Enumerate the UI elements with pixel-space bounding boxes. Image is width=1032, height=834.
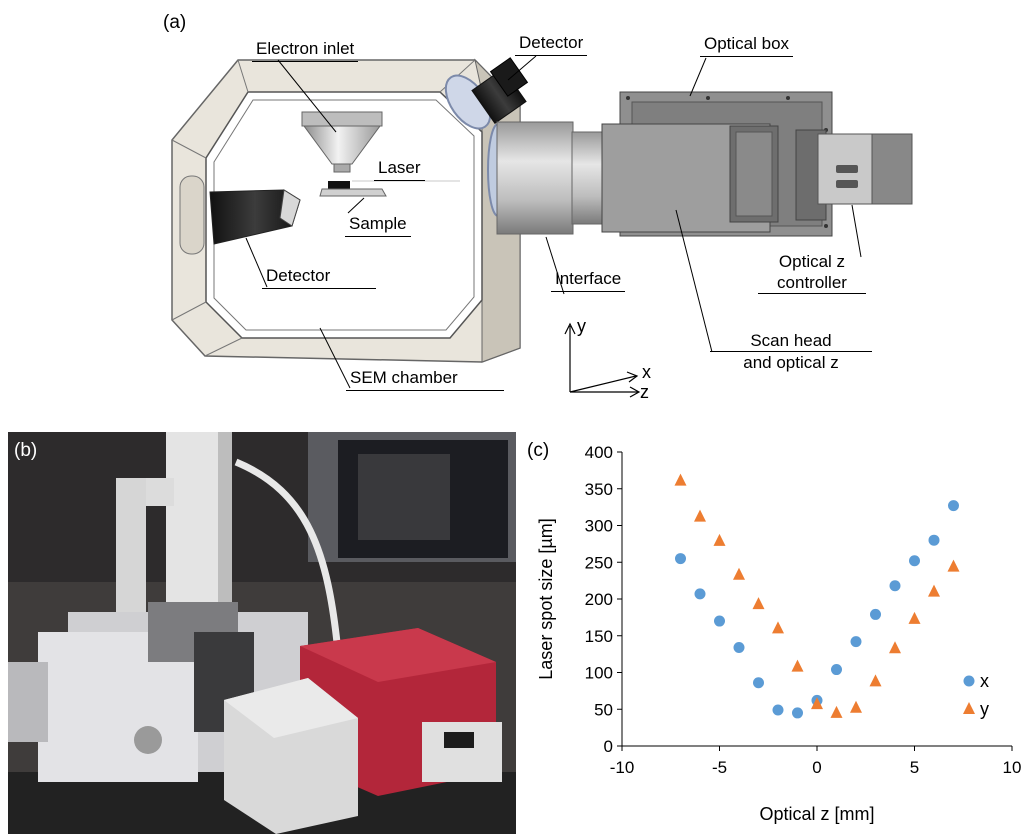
spot-size-chart: 0 50 100 150 200 250 300 350 400 -10 -5 0 5 10Optical… [536, 443, 1021, 824]
x-axis-label: Optical z [mm] [759, 804, 874, 824]
data-point-x [694, 588, 706, 600]
label-sample: Sample [345, 213, 411, 237]
label-optical-z-controller-line1: Optical z [778, 252, 846, 271]
label-scan-head-line1: Scan head [710, 330, 872, 352]
chart-legend: xy [963, 671, 989, 719]
x-tick-label: 5 [910, 758, 919, 777]
data-point-x [909, 555, 920, 567]
label-electron-inlet: Electron inlet [252, 38, 359, 62]
data-point-y [811, 697, 823, 710]
label-scan-head: Scan head and optical z [706, 330, 876, 375]
y-tick-label: 0 [604, 737, 613, 756]
data-point-y [733, 567, 745, 580]
label-optical-box: Optical box [700, 33, 794, 57]
y-tick-label: 400 [585, 443, 613, 462]
instrument-schematic [171, 55, 913, 398]
interface-cylinder [487, 121, 603, 235]
chart-marks [674, 473, 960, 719]
y-tick-label: 50 [594, 700, 613, 719]
chamber-detector [209, 189, 301, 245]
data-point-y [791, 659, 804, 672]
x-tick-label: -5 [712, 758, 727, 777]
label-sem-chamber: SEM chamber [346, 367, 504, 391]
y-tick-label: 100 [585, 664, 613, 683]
panel-b-label: (b) [14, 440, 38, 461]
callout-leaders [245, 55, 862, 389]
data-point-y [752, 597, 765, 610]
label-interface: Interface [551, 268, 626, 292]
chart-axes: 0 50 100 150 200 250 300 350 400 -10 -5 0 5 10Optical… [536, 443, 1021, 824]
data-point-x [831, 664, 842, 676]
data-point-y [713, 533, 726, 546]
electron-inlet-cone [301, 111, 383, 173]
data-point-x [733, 642, 745, 654]
optical-z-controller [795, 129, 913, 221]
panel-c-label: (c) [527, 440, 550, 461]
sample-stage [319, 181, 387, 197]
y-axis-label: Laser spot size [µm] [536, 518, 556, 679]
data-point-x [675, 553, 686, 565]
y-tick-label: 200 [585, 590, 613, 609]
coordinate-triad [564, 322, 641, 398]
triad-label-y: y [577, 316, 586, 336]
x-tick-label: 10 [1003, 758, 1022, 777]
data-point-y [908, 611, 921, 624]
y-tick-label: 300 [585, 517, 613, 536]
data-point-y [772, 621, 784, 634]
data-point-x [928, 534, 940, 546]
data-point-y [830, 705, 843, 718]
legend-marker-y [963, 702, 975, 714]
data-point-y [869, 674, 882, 687]
label-scan-head-line2: and optical z [743, 353, 839, 372]
legend-marker-x [963, 675, 975, 687]
data-point-y [694, 509, 706, 522]
x-tick-label: 0 [812, 758, 821, 777]
panel-a-label: (a) [163, 12, 187, 33]
data-point-x [948, 500, 959, 512]
data-point-y [674, 473, 687, 486]
y-tick-label: 250 [585, 553, 613, 572]
x-tick-label: -10 [610, 758, 635, 777]
y-tick-label: 150 [585, 627, 613, 646]
label-detector-top: Detector [515, 32, 588, 56]
legend-label-y: y [980, 699, 989, 719]
top-detector [444, 57, 529, 130]
data-point-y [928, 584, 940, 597]
triad-label-z: z [640, 382, 649, 402]
data-point-x [792, 707, 803, 719]
label-optical-z-controller-line2: controller [758, 272, 866, 294]
scan-head [601, 123, 779, 233]
data-point-x [870, 608, 881, 620]
legend-label-x: x [980, 671, 989, 691]
data-point-y [889, 641, 901, 654]
data-point-x [753, 677, 764, 689]
y-tick-label: 350 [585, 480, 613, 499]
label-laser: Laser [374, 157, 425, 181]
label-optical-z-controller: Optical z controller [754, 251, 870, 296]
data-point-y [850, 700, 862, 713]
instrument-photo [8, 432, 516, 834]
data-point-x [850, 636, 862, 648]
data-point-x [772, 704, 784, 716]
label-detector-left: Detector [262, 265, 376, 289]
data-point-x [889, 580, 901, 592]
triad-label-x: x [642, 362, 651, 382]
data-point-x [714, 615, 725, 627]
data-point-y [947, 559, 960, 572]
